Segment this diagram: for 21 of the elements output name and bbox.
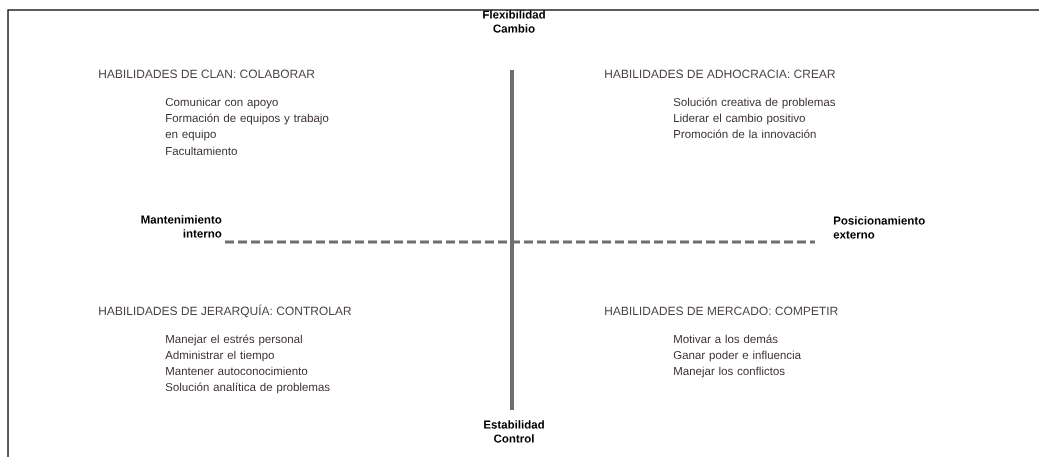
- quadrant-heading: HABILIDADES DE JERARQUÍA: CONTROLAR: [99, 304, 351, 318]
- skill-item: Solución creativa de problemas: [673, 97, 836, 109]
- quadrant-heading: HABILIDADES DE CLAN: COLABORAR: [99, 69, 315, 79]
- skill-item: Solución analítica de problemas: [165, 382, 330, 394]
- quadrant-heading: HABILIDADES DE ADHOCRACIA: CREAR: [605, 69, 835, 79]
- axis-label: Posicionamiento externo: [833, 216, 925, 239]
- skill-item: Ganar poder e influencia: [673, 350, 802, 362]
- skill-item: Manejar los conflictos: [674, 366, 785, 378]
- skill-item: Formación de equipos y trabajo en equipo: [165, 113, 329, 141]
- skill-item: Manejar el estrés personal: [166, 334, 302, 346]
- skill-item: Administrar el tiempo: [165, 350, 274, 362]
- skill-item: Mantener autoconocimiento: [166, 366, 308, 376]
- skill-item: Motivar a los demás: [674, 334, 778, 344]
- skill-item: Comunicar con apoyo: [165, 97, 278, 109]
- skill-item: Facultamiento: [166, 146, 237, 156]
- quadrant-heading: HABILIDADES DE MERCADO: COMPETIR: [605, 306, 838, 316]
- skill-item: Promoción de la innovación: [674, 129, 816, 139]
- axis-label: Mantenimiento interno: [141, 215, 222, 238]
- axis-label: Estabilidad Control: [484, 420, 544, 443]
- skill-item: Liderar el cambio positivo: [674, 113, 805, 125]
- axis-label: Flexibilidad Cambio: [483, 10, 545, 33]
